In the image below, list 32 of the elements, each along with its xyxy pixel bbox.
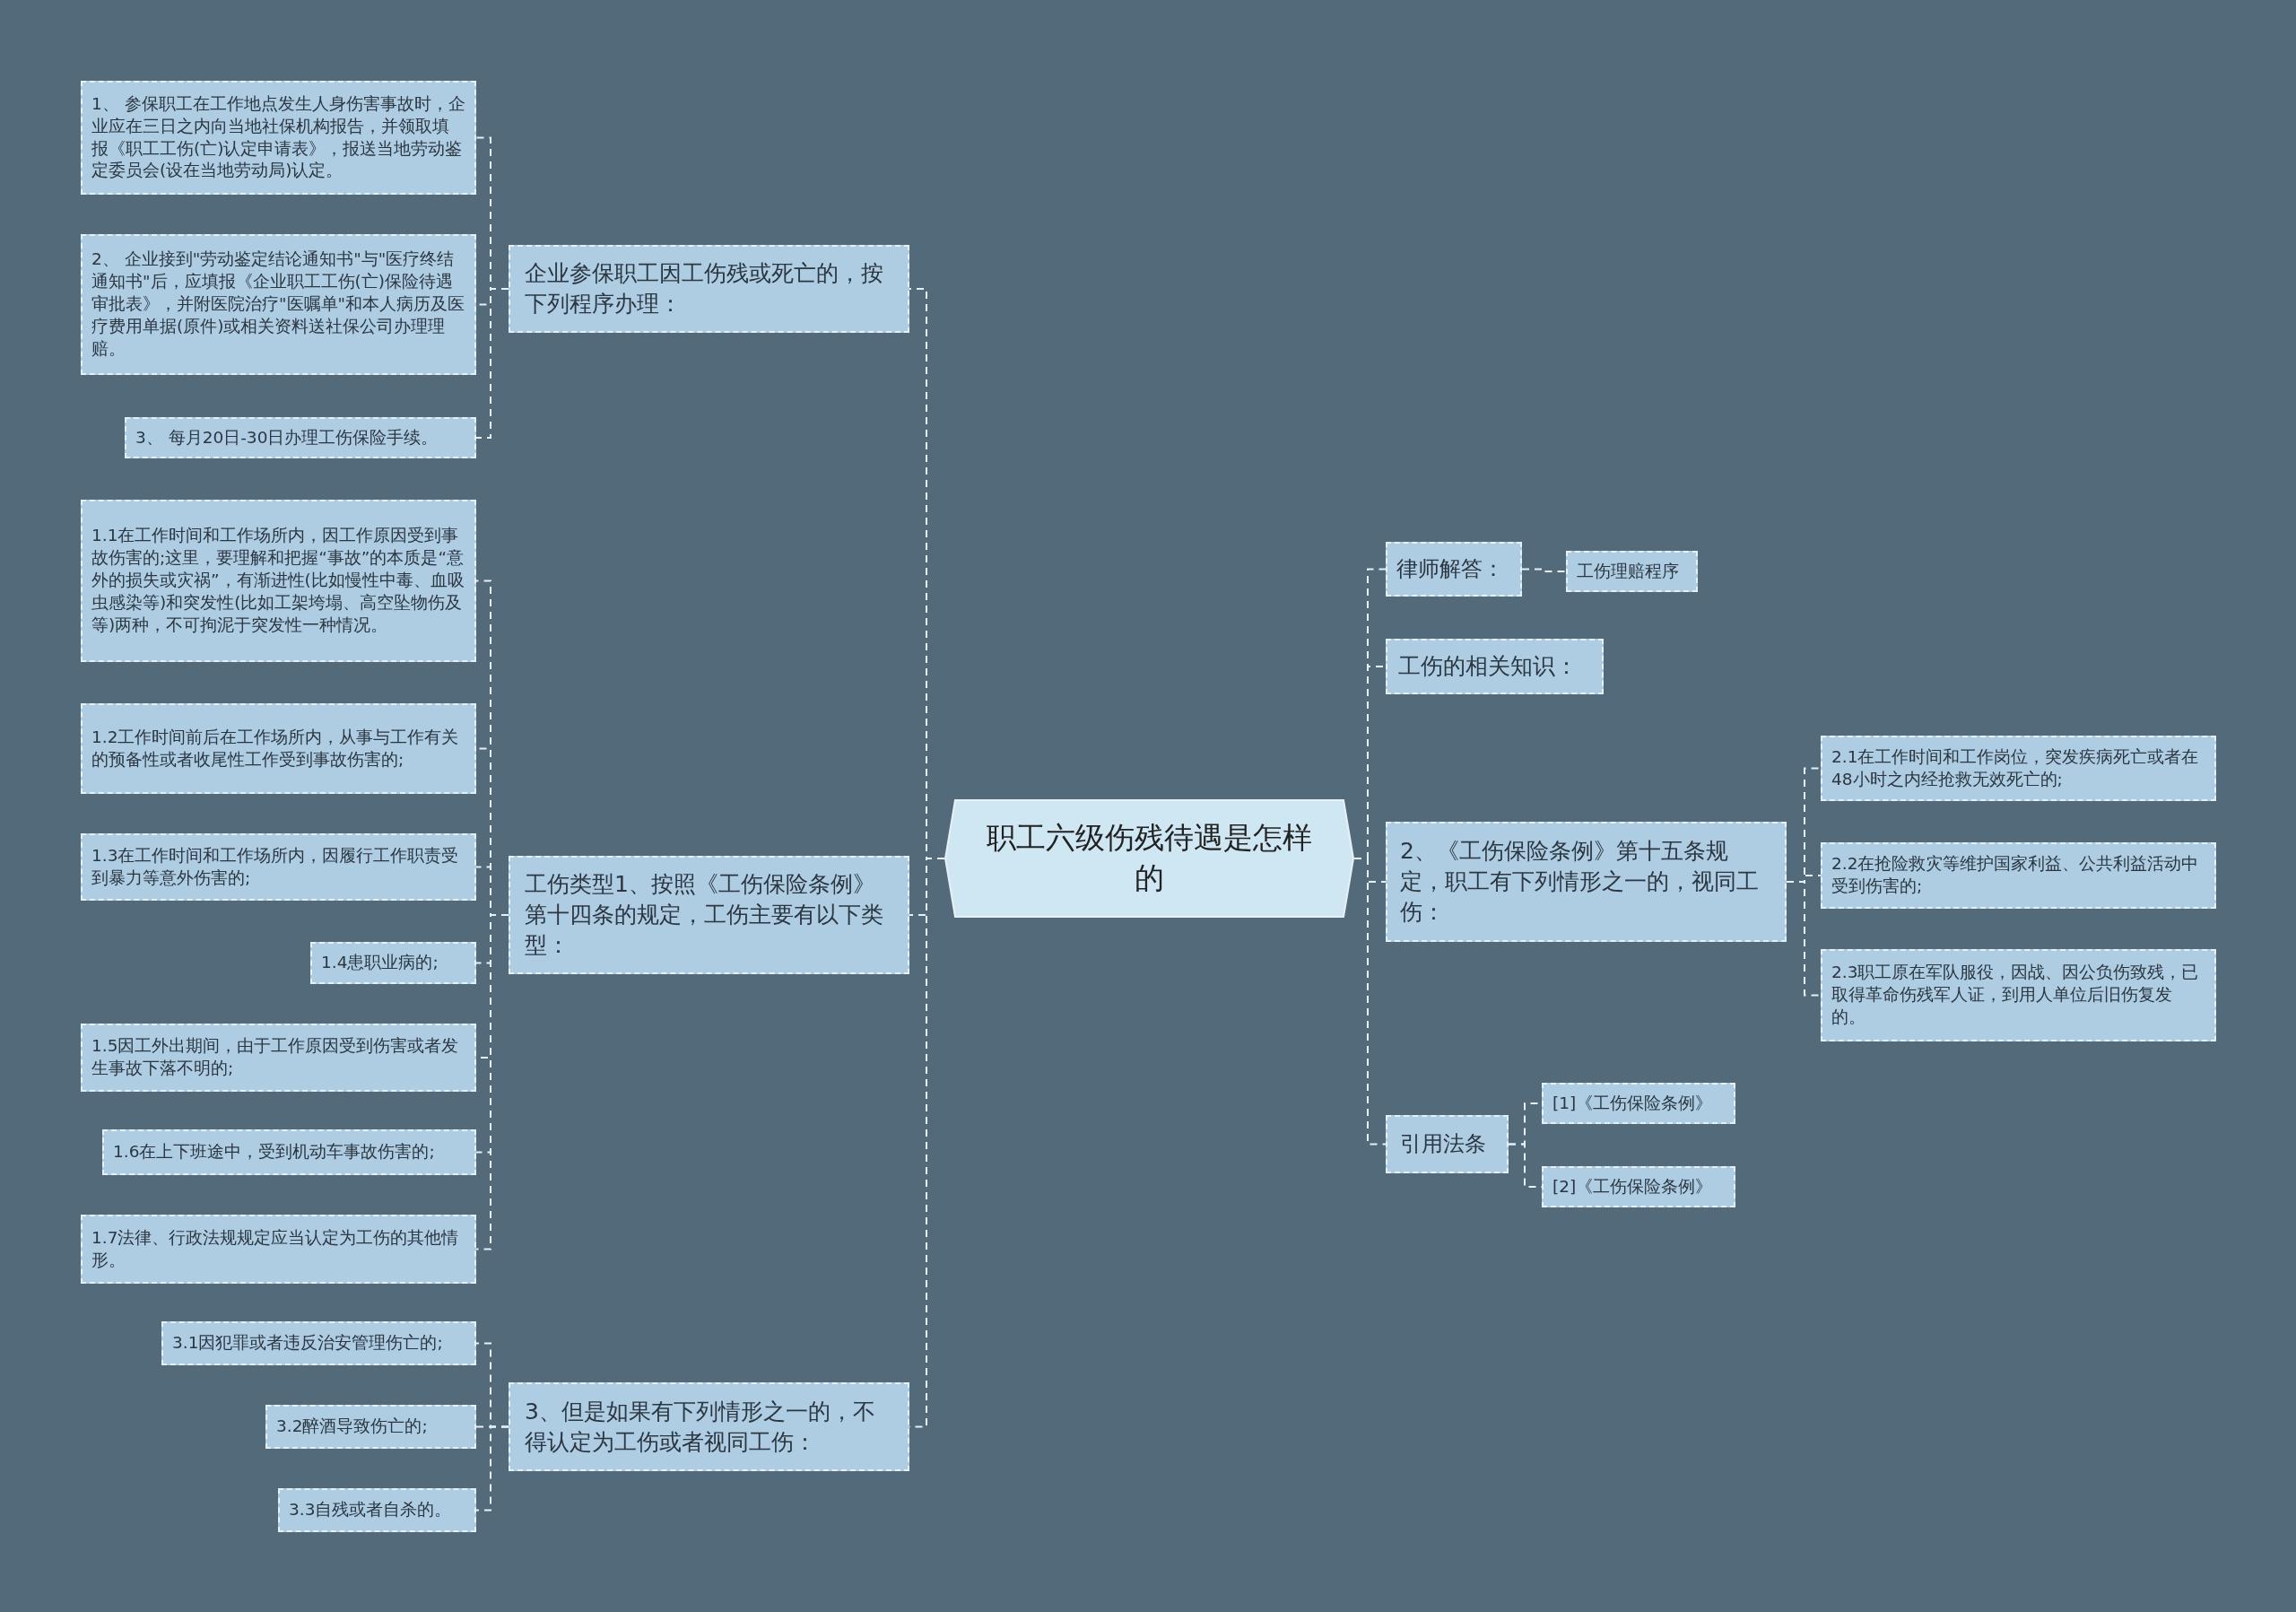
connector-line <box>1353 858 1387 1146</box>
branch-topic-box: 律师解答： <box>1386 542 1522 597</box>
subtopic-box: 1、 参保职工在工作地点发生人身伤害事故时，企业应在三日之内向当地社保机构报告，并领取填报《职工工伤(亡)认定申请表》，报送当地劳动鉴定委员会(设在当地劳动局)认定。 <box>81 81 476 195</box>
connector-line <box>1786 881 1822 997</box>
subtopic-box: 1.4患职业病的; <box>310 942 476 984</box>
central-topic: 职工六级伤残待遇是怎样的 <box>944 798 1354 919</box>
branch-topic-box: 引用法条 <box>1386 1115 1509 1173</box>
branch-topic-box: 3、但是如果有下列情形之一的，不得认定为工伤或者视同工伤： <box>509 1382 909 1471</box>
subtopic-box: 2.2在抢险救灾等维护国家利益、公共利益活动中受到伤害的; <box>1821 842 2216 909</box>
subtopic-box: 1.5因工外出期间，由于工作原因受到伤害或者发生事故下落不明的; <box>81 1024 476 1092</box>
subtopic-box: 3.2醉酒导致伤亡的; <box>265 1405 476 1449</box>
subtopic-box: 1.3在工作时间和工作场所内，因履行工作职责受到暴力等意外伤害的; <box>81 833 476 901</box>
subtopic-box: 3.3自残或者自杀的。 <box>278 1488 476 1532</box>
connector-line <box>475 1425 509 1512</box>
subtopic-box: 3.1因犯罪或者违反治安管理伤亡的; <box>161 1321 476 1365</box>
connector-line <box>1521 568 1567 572</box>
subtopic-box: 1.6在上下班途中，受到机动车事故伤害的; <box>102 1129 476 1175</box>
subtopic-box: 2.3职工原在军队服役，因战、因公负伤致残，已取得革命伤残军人证，到用人单位后旧伤复发的。 <box>1821 949 2216 1041</box>
subtopic-box: 1.1在工作时间和工作场所内，因工作原因受到事故伤害的;这里，要理解和把握“事故”的本质是“意外的损失或灾祸”，有渐进性(比如慢性中毒、血吸虫感染等)和突发性(比如工架垮塌、高空坠物伤及等)两种，不可拘泥于突发性一种情况。 <box>81 500 476 662</box>
branch-topic-box: 2、《工伤保险条例》第十五条规定，职工有下列情形之一的，视同工伤： <box>1386 822 1787 942</box>
subtopic-box: [2]《工伤保险条例》 <box>1542 1166 1735 1207</box>
branch-topic-box: 工伤的相关知识： <box>1386 639 1604 694</box>
subtopic-box: 2、 企业接到"劳动鉴定结论通知书"与"医疗终结通知书"后，应填报《企业职工工伤(亡)保险待遇审批表》，并附医院治疗"医嘱单"和本人病历及医疗费用单据(原件)或相关资料送社保公司办理理赔。 <box>81 234 476 375</box>
subtopic-box: 3、 每月20日-30日办理工伤保险手续。 <box>125 417 476 458</box>
subtopic-box: 1.7法律、行政法规规定应当认定为工伤的其他情形。 <box>81 1215 476 1284</box>
connector-line <box>475 288 509 439</box>
subtopic-box: 1.2工作时间前后在工作场所内，从事与工作有关的预备性或者收尾性工作受到事故伤害的; <box>81 703 476 794</box>
branch-topic-box: 企业参保职工因工伤残或死亡的，按下列程序办理： <box>509 245 909 333</box>
branch-topic-box: 工伤类型1、按照《工伤保险条例》第十四条的规定，工伤主要有以下类型： <box>509 856 909 974</box>
subtopic-box: 工伤理赔程序 <box>1566 551 1698 592</box>
subtopic-box: [1]《工伤保险条例》 <box>1542 1083 1735 1124</box>
subtopic-box: 2.1在工作时间和工作岗位，突发疾病死亡或者在48小时之内经抢救无效死亡的; <box>1821 736 2216 801</box>
